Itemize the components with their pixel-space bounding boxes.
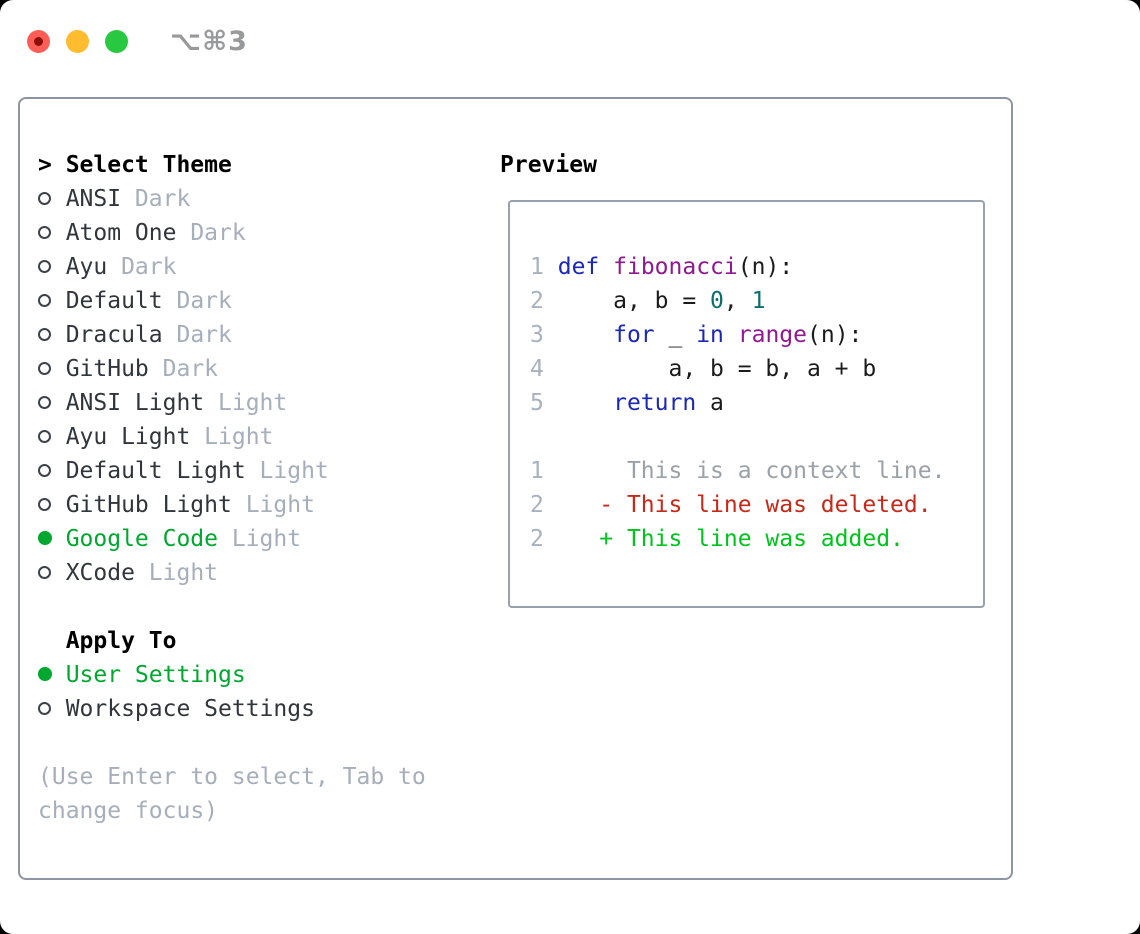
radio-icon (38, 182, 66, 216)
theme-variant: Dark (176, 322, 232, 348)
apply-to-title: Apply To (65, 628, 177, 654)
minimize-button[interactable] (66, 30, 89, 53)
radio-icon (38, 488, 66, 522)
theme-variant: Dark (134, 186, 191, 212)
radio-icon (38, 318, 66, 352)
preview-line (530, 420, 945, 454)
theme-variant: Light (204, 424, 274, 450)
radio-icon (38, 522, 66, 556)
radio-icon (38, 556, 66, 590)
theme-variant: Light (245, 492, 315, 518)
theme-name: Default (65, 288, 163, 314)
theme-name: ANSI (65, 186, 122, 212)
radio-icon (38, 420, 66, 454)
theme-name: Dracula (65, 322, 163, 348)
theme-variant: Dark (190, 220, 246, 246)
preview-line: 1 def fibonacci(n): (530, 254, 794, 280)
radio-icon (38, 216, 66, 250)
theme-variant: Dark (162, 356, 219, 382)
theme-name: XCode (65, 560, 135, 586)
close-button[interactable] (27, 30, 50, 53)
theme-name: GitHub (65, 356, 149, 382)
apply-to-option[interactable]: User Settings (38, 658, 426, 692)
theme-variant: Light (218, 390, 288, 416)
preview-line: 1 This is a context line. (530, 458, 946, 484)
help-text-line2: change focus) (38, 798, 219, 824)
titlebar: ⌥⌘3 (27, 26, 248, 57)
help-text-line1: (Use Enter to select, Tab to (38, 764, 426, 790)
radio-icon (38, 454, 66, 488)
preview-line: 2 a, b = 0, 1 (530, 288, 766, 314)
theme-variant: Light (231, 526, 302, 552)
theme-variant: Light (259, 458, 329, 484)
apply-to-name: Workspace Settings (65, 696, 315, 722)
theme-option[interactable]: Atom One Dark (38, 216, 426, 250)
theme-option[interactable]: GitHub Dark (38, 352, 426, 386)
radio-icon (38, 352, 66, 386)
radio-icon (38, 386, 66, 420)
theme-list-title: Select Theme (65, 152, 232, 178)
spacer (38, 590, 426, 624)
theme-name: GitHub Light (65, 492, 232, 518)
theme-name: ANSI Light (65, 390, 205, 416)
theme-name: Google Code (65, 526, 219, 552)
preview-line: 4 a, b = b, a + b (530, 356, 877, 382)
header-indent (38, 624, 66, 658)
preview-line: 3 for _ in range(n): (530, 322, 863, 348)
theme-name: Ayu (65, 254, 108, 280)
radio-icon (38, 284, 66, 318)
apply-to-header: Apply To (38, 624, 426, 658)
spacer (38, 726, 426, 760)
theme-option[interactable]: Google Code Light (38, 522, 426, 556)
theme-name: Default Light (65, 458, 246, 484)
theme-variant: Light (148, 560, 219, 586)
radio-icon (38, 658, 66, 692)
theme-option[interactable]: ANSI Dark (38, 182, 426, 216)
apply-to-name: User Settings (65, 662, 246, 688)
theme-option[interactable]: Ayu Light Light (38, 420, 426, 454)
preview-code: 1 def fibonacci(n): 2 a, b = 0, 1 3 for _ … (530, 250, 945, 556)
keyboard-shortcut-label: ⌥⌘3 (170, 26, 248, 57)
theme-option[interactable]: Ayu Dark (38, 250, 426, 284)
theme-option[interactable]: Default Dark (38, 284, 426, 318)
theme-option[interactable]: Dracula Dark (38, 318, 426, 352)
zoom-button[interactable] (105, 30, 128, 53)
preview-box: 1 def fibonacci(n): 2 a, b = 0, 1 3 for _ … (508, 200, 985, 608)
theme-name: Ayu Light (65, 424, 191, 450)
radio-icon (38, 250, 66, 284)
preview-line: 5 return a (530, 390, 724, 416)
apply-to-option[interactable]: Workspace Settings (38, 692, 426, 726)
theme-option[interactable]: XCode Light (38, 556, 426, 590)
preview-line: 2 + This line was added. (530, 526, 904, 552)
theme-variant: Dark (121, 254, 177, 280)
theme-option[interactable]: GitHub Light Light (38, 488, 426, 522)
focus-prompt-icon: > (38, 152, 52, 178)
theme-list-header: > Select Theme (38, 148, 426, 182)
theme-name: Atom One (65, 220, 177, 246)
theme-option[interactable]: Default Light Light (38, 454, 426, 488)
theme-variant: Dark (176, 288, 232, 314)
radio-icon (38, 692, 66, 726)
theme-option[interactable]: ANSI Light Light (38, 386, 426, 420)
preview-title: Preview (500, 152, 597, 178)
preview-line: 2 - This line was deleted. (530, 492, 932, 518)
